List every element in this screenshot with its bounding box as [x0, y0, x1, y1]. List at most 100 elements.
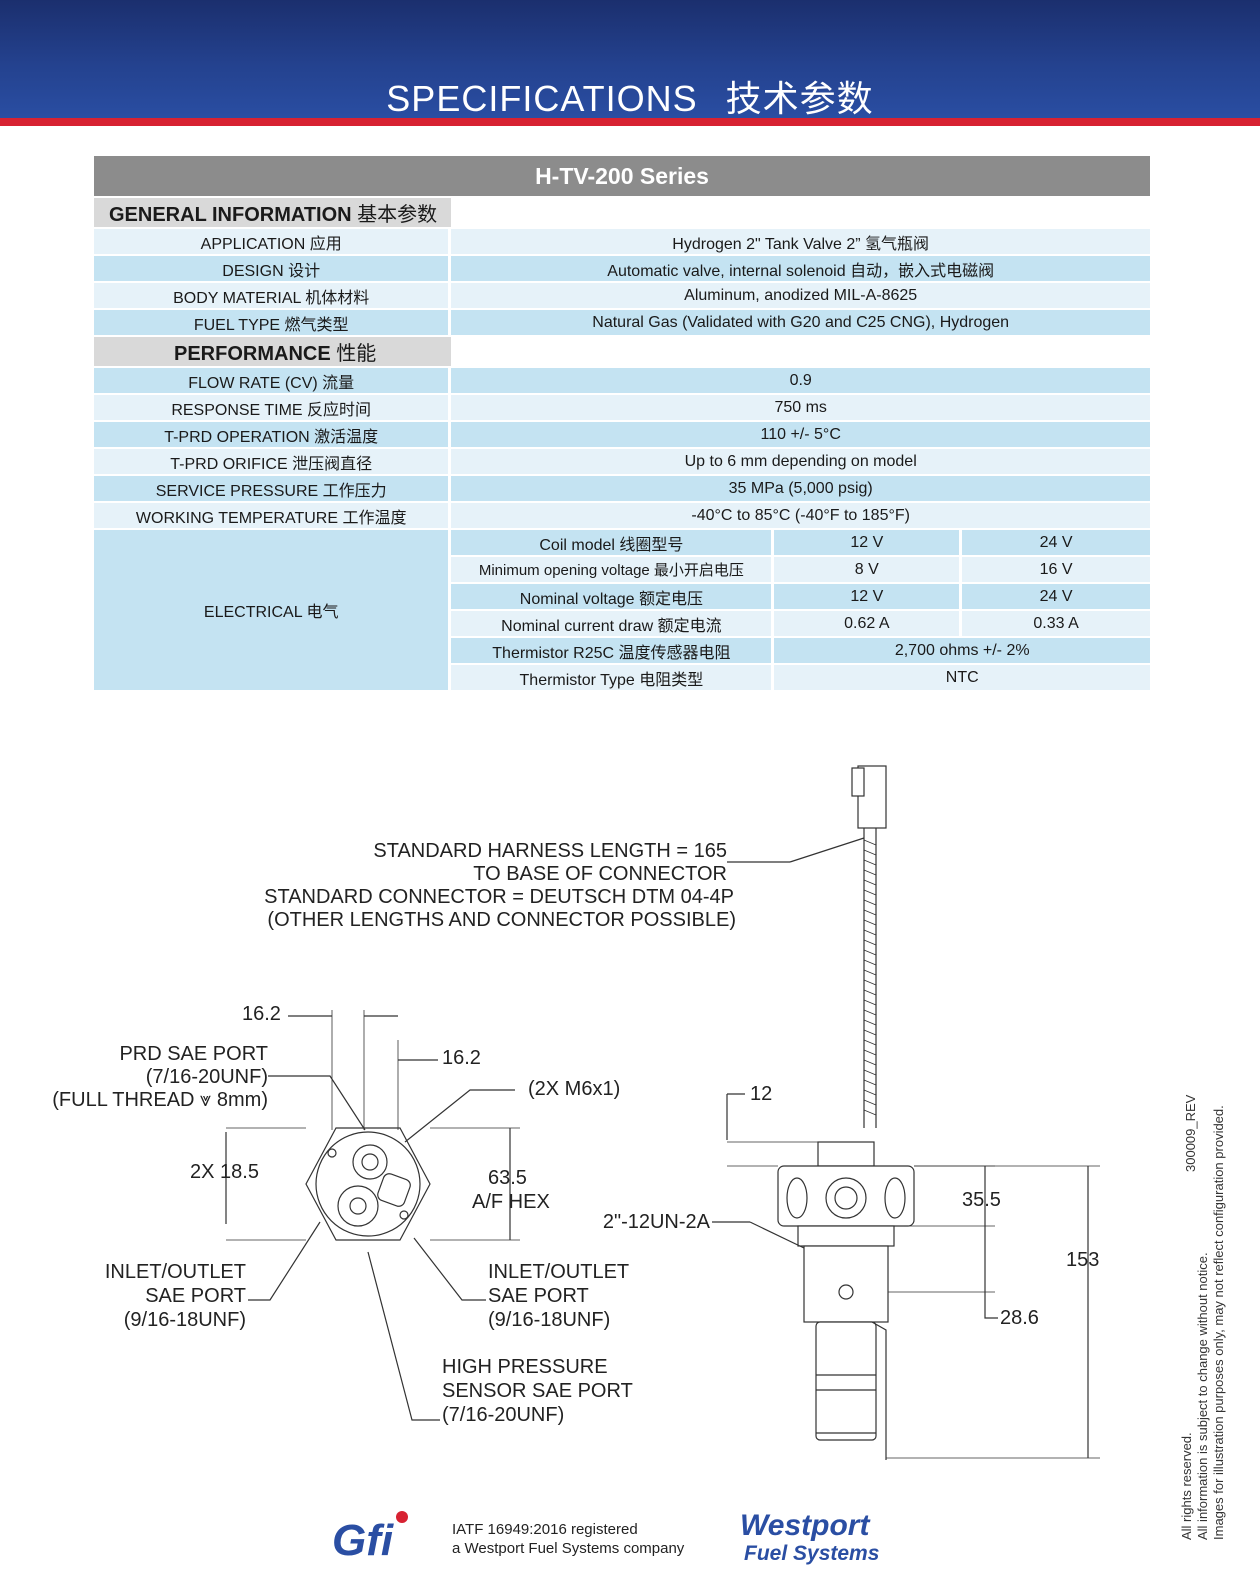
- prd-port-inner: [361, 1153, 379, 1171]
- leader-line: [413, 1237, 486, 1301]
- harness-note-2: TO BASE OF CONNECTOR: [473, 863, 727, 885]
- electrical-param: Coil model 线圈型号: [451, 530, 775, 555]
- thread-label: 2"-12UN-2A: [603, 1211, 711, 1233]
- harness-note-4: (OTHER LENGTHS AND CONNECTOR POSSIBLE): [267, 909, 736, 931]
- page-header: [0, 0, 1260, 120]
- bleed-hole: [838, 1284, 854, 1300]
- dim-28-6: 28.6: [1000, 1307, 1039, 1329]
- inlet-right-label-1: INLET/OUTLET: [488, 1261, 629, 1283]
- row-label: T-PRD ORIFICE 泄压阀直径: [94, 449, 452, 474]
- harness-outline: [863, 828, 877, 1128]
- electrical-value-24v: 24 V: [962, 530, 1150, 555]
- connector-latch: [851, 767, 865, 797]
- dim-153: 153: [1066, 1249, 1099, 1271]
- electrical-value-merged: NTC: [774, 665, 1150, 690]
- leader-line: [749, 1221, 805, 1249]
- prd-label-3: (FULL THREAD ⩔ 8mm): [52, 1089, 268, 1111]
- m6-label: (2X M6x1): [528, 1078, 620, 1100]
- westport-logo-word: Westport: [740, 1509, 871, 1542]
- electrical-value-12v: 12 V: [774, 584, 963, 609]
- row-value: 0.9: [451, 368, 1150, 393]
- header-accent-stripe: [0, 118, 1260, 126]
- table-row: Thermistor R25C 温度传感器电阻 2,700 ohms +/- 2…: [94, 638, 1150, 663]
- westport-logo: Westport Fuel Systems: [740, 1505, 920, 1565]
- electrical-param: Minimum opening voltage 最小开启电压: [451, 557, 775, 582]
- row-value: 750 ms: [451, 395, 1150, 420]
- electrical-value-24v: 24 V: [962, 584, 1150, 609]
- mount-hole: [327, 1148, 337, 1158]
- dim-12: 12: [750, 1083, 772, 1105]
- harness-note-1: STANDARD HARNESS LENGTH = 165: [373, 840, 727, 862]
- inlet-port: [337, 1185, 379, 1227]
- section-label-en: GENERAL INFORMATION: [109, 204, 352, 226]
- inlet-left-label-1: INLET/OUTLET: [105, 1261, 246, 1283]
- side-port-right: [884, 1177, 906, 1219]
- row-value: Aluminum, anodized MIL-A-8625: [451, 283, 1150, 308]
- electrical-label: ELECTRICAL 电气: [94, 530, 452, 690]
- leader-line: [367, 1251, 440, 1421]
- inlet-port-inner: [349, 1197, 367, 1215]
- inlet-left-label-3: (9/16-18UNF): [124, 1309, 246, 1331]
- hp-sensor-label-2: SENSOR SAE PORT: [442, 1380, 633, 1402]
- electrical-param: Thermistor R25C 温度传感器电阻: [451, 638, 775, 663]
- valve-neck: [797, 1225, 895, 1247]
- inlet-right-label-3: (9/16-18UNF): [488, 1309, 610, 1331]
- row-label: APPLICATION 应用: [94, 229, 452, 254]
- section-general: GENERAL INFORMATION 基本参数: [94, 198, 1150, 227]
- prd-label-2: (7/16-20UNF): [146, 1066, 268, 1088]
- table-row: Nominal voltage 额定电压 12 V 24 V: [94, 584, 1150, 609]
- inlet-left-label-2: SAE PORT: [145, 1285, 246, 1307]
- section-performance: PERFORMANCE 性能: [94, 337, 1150, 366]
- section-label-en: PERFORMANCE: [174, 343, 331, 365]
- hp-sensor-label-1: HIGH PRESSURE: [442, 1356, 608, 1378]
- hp-sensor-label-3: (7/16-20UNF): [442, 1404, 564, 1426]
- sensor-port: [377, 1173, 411, 1207]
- iatf-line-2: a Westport Fuel Systems company: [452, 1540, 685, 1557]
- table-row: WORKING TEMPERATURE 工作温度-40°C to 85°C (-…: [94, 503, 1150, 528]
- disclaimer-line-2: All information is subject to change wit…: [1195, 1252, 1210, 1540]
- section-label-cn: 性能: [336, 343, 377, 365]
- electrical-param: Thermistor Type 电阻类型: [451, 665, 775, 690]
- disclaimer-line-3: Images for illustration purposes only, m…: [1211, 1105, 1226, 1540]
- mount-hole: [399, 1210, 409, 1220]
- electrical-value-12v: 0.62 A: [774, 611, 963, 636]
- side-disclaimer: 300009_REV F All rights reserved. All in…: [1175, 1083, 1235, 1550]
- revision-code: 300009_REV F: [1183, 1090, 1198, 1172]
- center-port-outer: [825, 1177, 867, 1219]
- solenoid-body: [815, 1321, 877, 1441]
- technical-drawing: STANDARD HARNESS LENGTH = 165 TO BASE OF…: [0, 740, 1260, 1460]
- westport-logo-sub: Fuel Systems: [744, 1542, 879, 1565]
- dim-16-2-top: 16.2: [242, 1003, 281, 1025]
- row-label: DESIGN 设计: [94, 256, 452, 281]
- leader-line: [789, 837, 865, 863]
- row-value: Natural Gas (Validated with G20 and C25 …: [451, 310, 1150, 335]
- row-label: BODY MATERIAL 机体材料: [94, 283, 452, 308]
- row-value: Up to 6 mm depending on model: [451, 449, 1150, 474]
- table-row: Thermistor Type 电阻类型 NTC: [94, 665, 1150, 690]
- valve-body: [777, 1165, 915, 1227]
- dim-18-5: 2X 18.5: [190, 1161, 259, 1183]
- gfi-logo-text: Gfi: [332, 1516, 394, 1565]
- table-row: Minimum opening voltage 最小开启电压 8 V 16 V: [94, 557, 1150, 582]
- harness-note-3: STANDARD CONNECTOR = DEUTSCH DTM 04-4P: [264, 886, 734, 908]
- row-label: WORKING TEMPERATURE 工作温度: [94, 503, 452, 528]
- section-label-cn: 基本参数: [357, 204, 438, 226]
- leader-line: [404, 1089, 515, 1143]
- westport-logo-svg: Westport Fuel Systems: [740, 1509, 879, 1565]
- gfi-logo-dot: [396, 1511, 408, 1523]
- thread-section: [803, 1245, 889, 1323]
- center-port-inner: [834, 1186, 858, 1210]
- title-en: SPECIFICATIONS: [386, 78, 698, 119]
- inlet-right-label-2: SAE PORT: [488, 1285, 589, 1307]
- electrical-value-12v: 8 V: [774, 557, 963, 582]
- harness-braid: [863, 839, 877, 1116]
- iatf-statement: IATF 16949:2016 registered a Westport Fu…: [452, 1520, 684, 1558]
- row-label: FLOW RATE (CV) 流量: [94, 368, 452, 393]
- electrical-value-12v: 12 V: [774, 530, 963, 555]
- prd-label-1: PRD SAE PORT: [119, 1043, 268, 1065]
- row-value: 110 +/- 5°C: [451, 422, 1150, 447]
